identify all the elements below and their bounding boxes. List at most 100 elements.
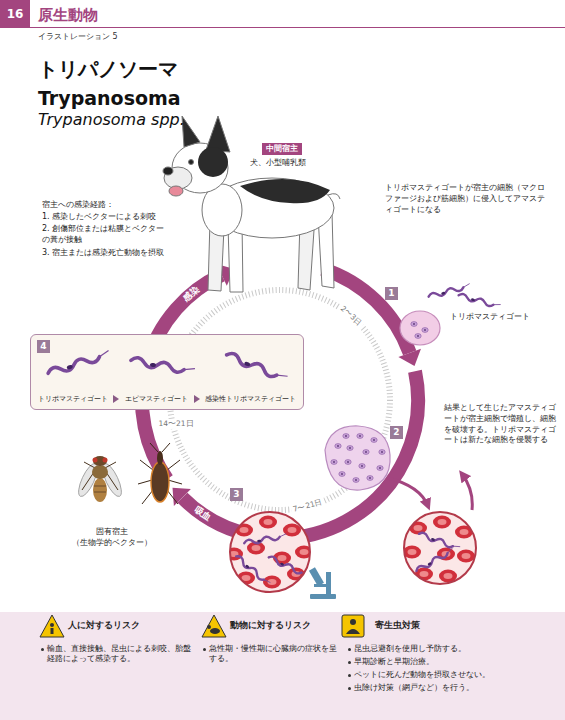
section-heading: 原生動物 xyxy=(38,5,98,25)
microscope-icon xyxy=(310,594,336,599)
infected-cell xyxy=(428,283,471,299)
life-cycle-ring xyxy=(323,269,410,353)
fly-illustration xyxy=(106,472,118,490)
dividing-cell xyxy=(325,426,390,490)
stage-name: トリポマスティゴート xyxy=(38,395,108,404)
fly-illustration xyxy=(93,458,98,463)
flow-arrow xyxy=(388,474,472,510)
dividing-cell xyxy=(367,476,373,481)
animal-risk-icon xyxy=(202,615,226,637)
human-risk-icon xyxy=(40,615,64,637)
life-cycle-ring xyxy=(173,488,191,506)
kissing-bug-illustration xyxy=(138,480,152,484)
callout-text: 1 xyxy=(388,289,394,298)
blood-smear xyxy=(403,512,476,584)
fly-illustration xyxy=(103,458,108,463)
blood-smear xyxy=(244,533,287,545)
risk-heading: 人に対するリスク xyxy=(68,620,140,631)
dividing-cell xyxy=(345,460,351,465)
animal-risk-icon xyxy=(207,625,211,629)
illustration-part xyxy=(47,350,111,377)
duration-label: 2〜3日 xyxy=(336,303,365,330)
bullet-dot xyxy=(41,648,44,651)
page-number: 16 xyxy=(0,0,30,28)
latin-name: Trypanosoma xyxy=(38,86,181,112)
bullet-dot xyxy=(348,648,351,651)
blood-smear xyxy=(259,516,277,529)
header-rule xyxy=(30,27,565,28)
host-label: 固有宿主 （生物学的ベクター） xyxy=(62,527,162,549)
callout-number: 3 xyxy=(230,488,243,501)
infected-cell xyxy=(422,328,428,333)
blood-smear xyxy=(225,512,313,592)
dividing-cell xyxy=(335,444,341,449)
dog-illustration xyxy=(240,179,330,203)
dividing-cell xyxy=(331,460,337,465)
route-item: 2. 創傷部位または粘膜とベクターの糞が接触 xyxy=(42,224,170,246)
dog-illustration xyxy=(189,160,194,165)
route-heading: 宿主への感染経路： xyxy=(42,200,114,211)
risk-bullet: 急性期・慢性期に心臓病の症状を呈する。 xyxy=(209,644,341,664)
bullet-dot xyxy=(203,648,206,651)
dividing-cell xyxy=(325,426,390,490)
callout-text: 2 xyxy=(393,428,399,437)
page-title: トリパノソーマ xyxy=(38,56,178,83)
infected-cell xyxy=(411,322,417,327)
host-species: 犬、小型哺乳類 xyxy=(250,158,306,169)
fly-illustration xyxy=(84,462,95,468)
bullet-dot xyxy=(348,661,351,664)
bullet-dot xyxy=(348,687,351,690)
blood-smear xyxy=(403,512,476,584)
human-risk-icon xyxy=(51,628,54,634)
fly-illustration xyxy=(92,465,108,479)
callout-number: 1 xyxy=(385,287,398,300)
control-icon xyxy=(346,629,360,634)
risk-bullet: 虫除け対策（網戸など）を行う。 xyxy=(354,683,554,693)
stage-box: 4トリポマスティゴートエピマスティゴート感染性トリポマスティゴート xyxy=(30,334,304,410)
blood-smear xyxy=(404,512,476,584)
stage-note: 結果として生じたアマスティゴートが宿主細胞で増殖し、細胞を破壊する。トリポマステ… xyxy=(444,403,558,446)
kissing-bug-illustration xyxy=(167,460,180,470)
risk-heading: 動物に対するリスク xyxy=(230,620,311,631)
host-tag-text: 中間宿主 xyxy=(266,144,298,154)
callout-number: 2 xyxy=(390,426,403,439)
kissing-bug-illustration xyxy=(151,462,169,502)
duration-label: 14〜21日 xyxy=(156,419,195,429)
dividing-cell xyxy=(359,464,365,469)
blood-smear xyxy=(230,512,310,592)
control-icon xyxy=(350,619,356,625)
blood-smear xyxy=(283,524,301,537)
stage-arrow xyxy=(113,395,119,403)
risk-bullet: 昆虫忌避剤を使用し予防する。 xyxy=(354,644,554,654)
blood-smear xyxy=(433,516,451,529)
kissing-bug-illustration xyxy=(150,443,158,452)
dividing-cell xyxy=(377,466,383,471)
callout-text: 3 xyxy=(233,490,239,499)
life-cycle-ring xyxy=(398,349,421,366)
dog-illustration xyxy=(163,167,173,175)
illustration-part xyxy=(130,357,195,376)
callout-text: 16 xyxy=(7,8,24,20)
blood-smear xyxy=(263,576,281,589)
fly-illustration xyxy=(75,456,125,502)
animal-risk-icon xyxy=(210,628,220,634)
callout-text: 4 xyxy=(40,342,46,351)
risk-band: 人に対するリスク輸血、直接接触、昆虫による刺咬、胎盤経路によって感染する。 動物に… xyxy=(0,612,565,720)
dog-illustration xyxy=(206,116,230,152)
stage-note: トリポマスティゴートが宿主の細胞（マクロファージおよび筋細胞）に侵入してアマステ… xyxy=(385,183,550,215)
dog-illustration xyxy=(169,186,183,196)
blood-smear xyxy=(235,555,271,586)
microscope-icon xyxy=(309,567,324,586)
dividing-cell xyxy=(353,478,359,483)
blood-smear xyxy=(418,531,460,550)
risk-bullet: 輸血、直接接触、昆虫による刺咬、胎盤経路によって感染する。 xyxy=(47,644,197,664)
kissing-bug-illustration xyxy=(162,443,170,452)
callout-number: 4 xyxy=(37,340,50,353)
stage-name: 感染性トリポマスティゴート xyxy=(205,395,296,404)
dividing-cell xyxy=(371,438,377,443)
blood-smear xyxy=(404,512,476,584)
stage-name: トリポマスティゴート xyxy=(450,312,530,323)
infected-cell xyxy=(400,311,440,345)
blood-smear xyxy=(225,548,243,561)
human-risk-icon xyxy=(40,615,64,637)
